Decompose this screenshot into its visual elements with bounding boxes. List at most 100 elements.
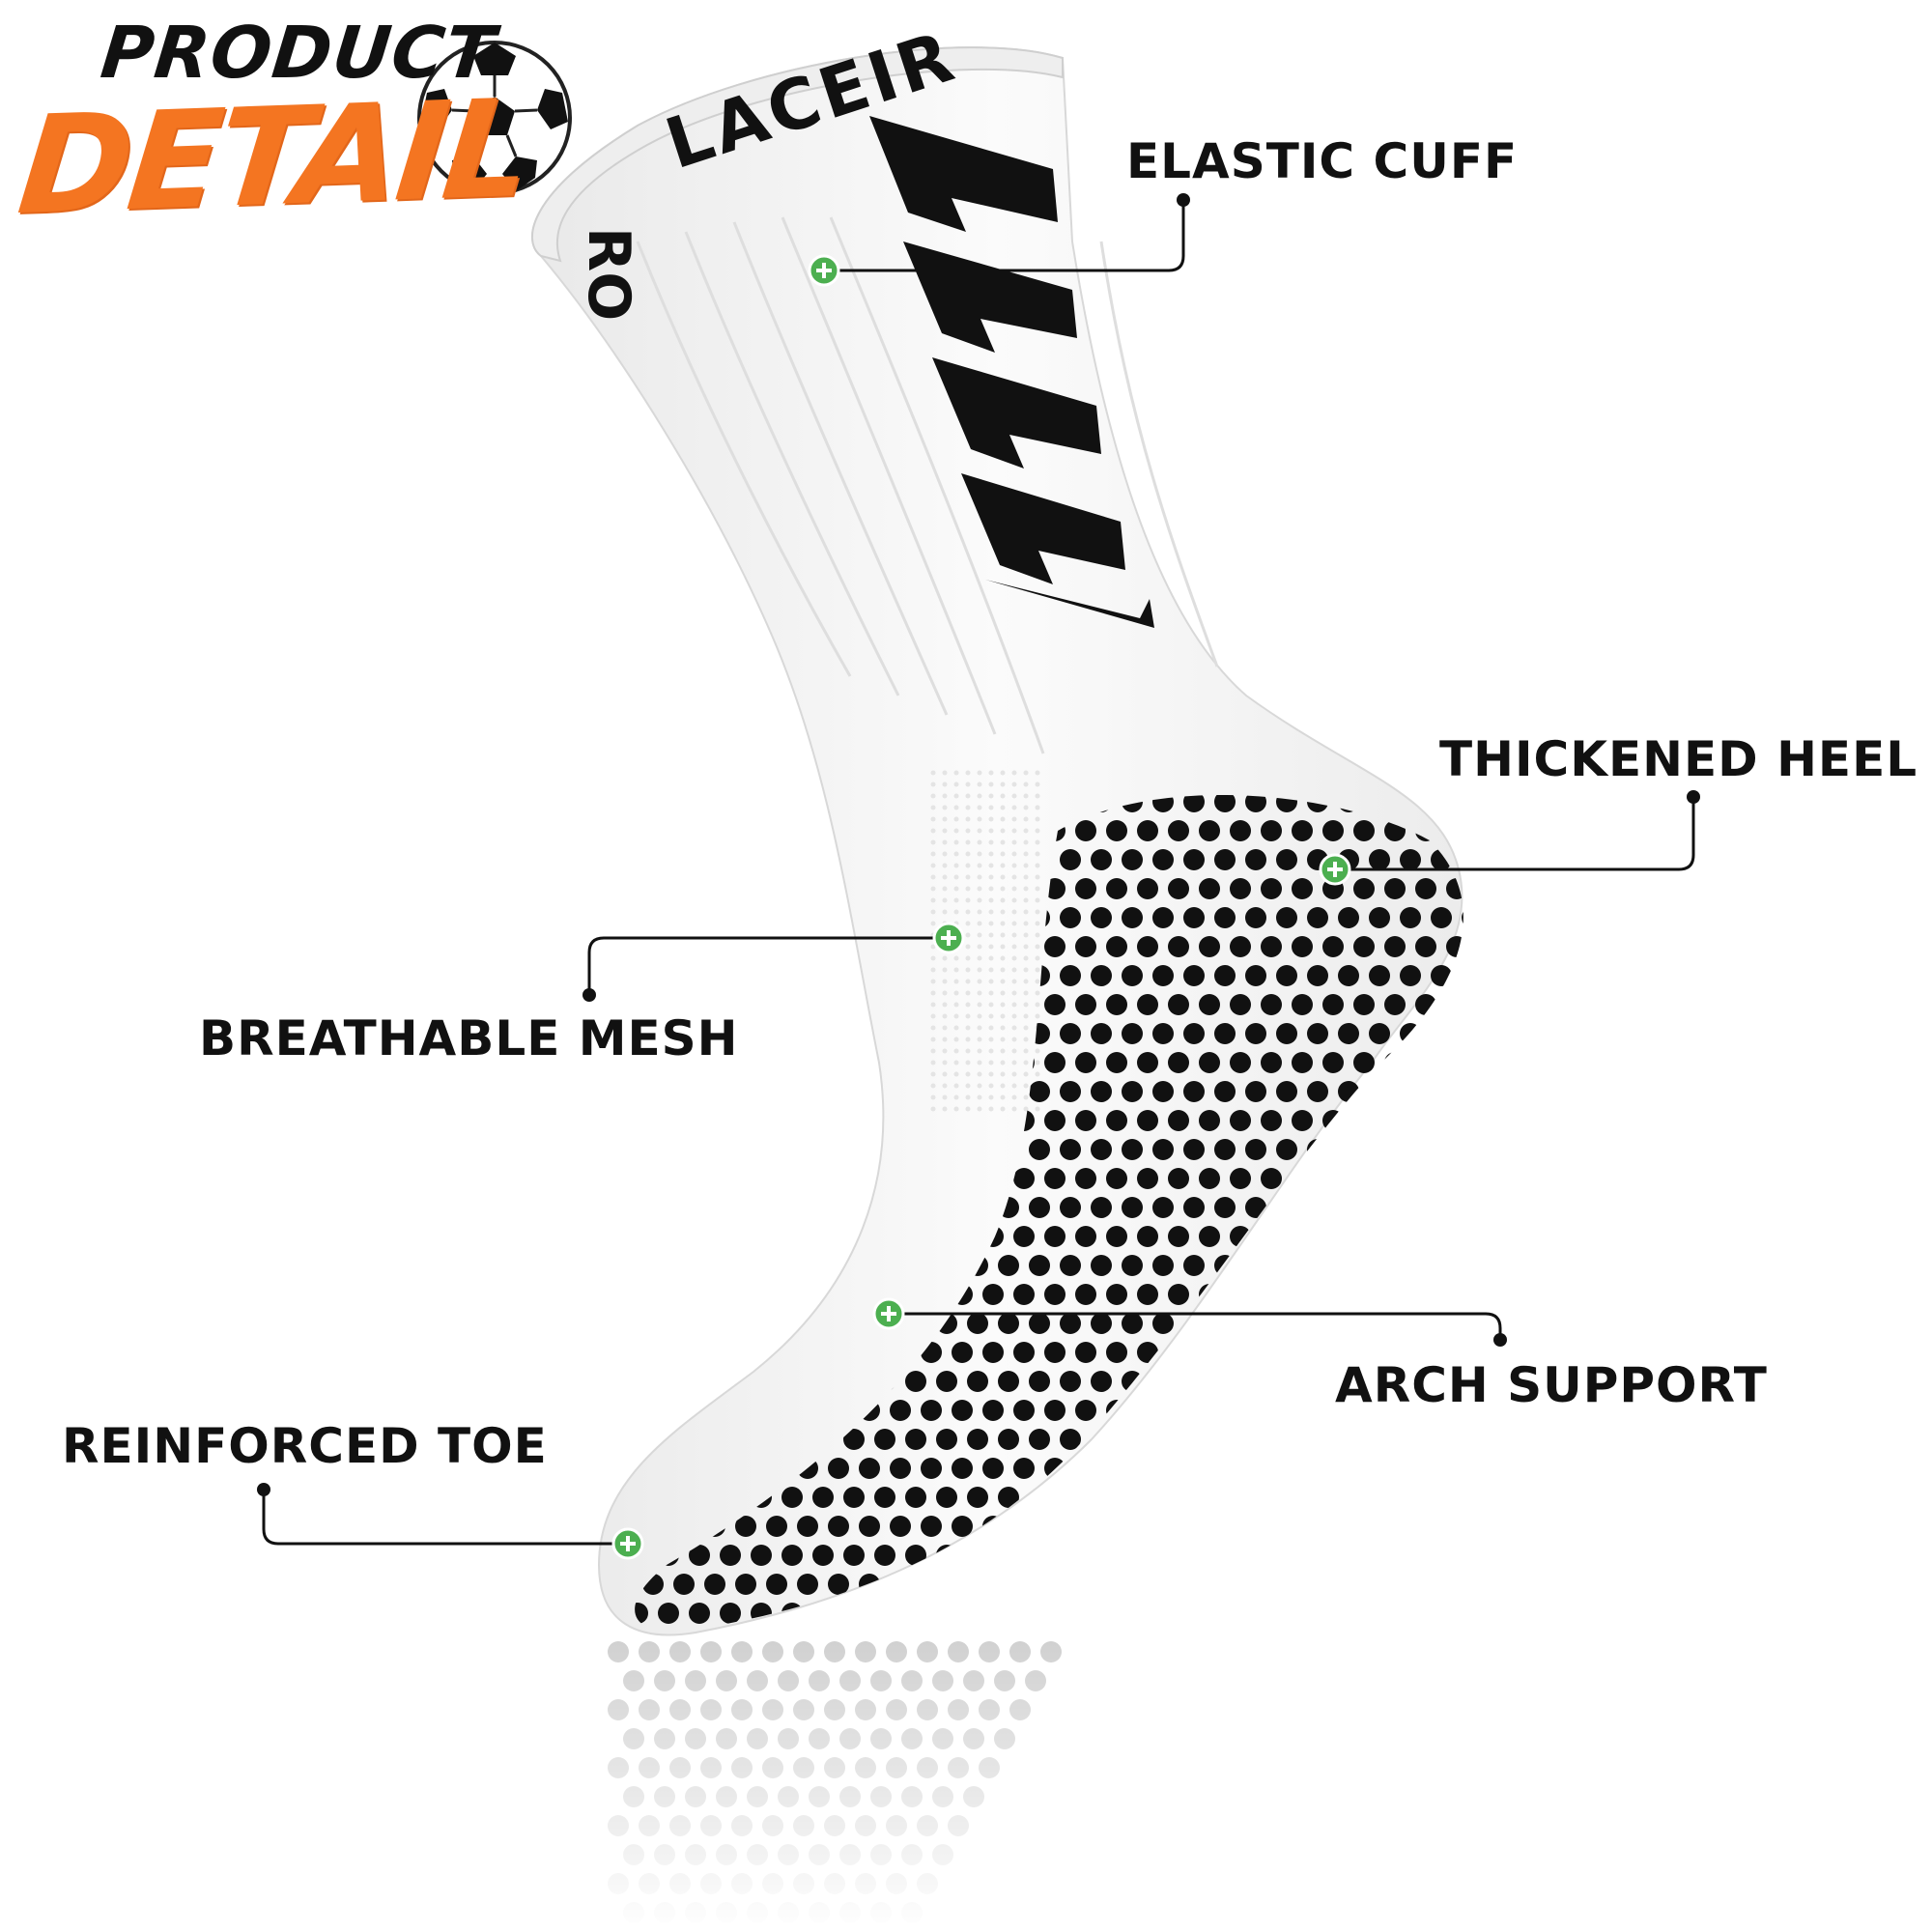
grip-dot xyxy=(1230,1400,1251,1421)
mesh-dot xyxy=(965,897,971,903)
mesh-dot xyxy=(942,805,948,810)
mesh-dot xyxy=(1035,851,1040,857)
mesh-dot xyxy=(1035,979,1040,984)
plus-circle-icon[interactable] xyxy=(1319,853,1351,886)
grip-dot xyxy=(828,1458,849,1479)
grip-dot xyxy=(689,1139,710,1160)
grip-dot xyxy=(1214,907,1236,928)
grip-dot xyxy=(1106,878,1127,899)
grip-dot xyxy=(1462,1081,1463,1102)
grip-dot xyxy=(781,1255,803,1276)
grip-dot xyxy=(1431,1487,1452,1508)
plus-circle-icon[interactable] xyxy=(932,922,965,954)
grip-dot xyxy=(1292,1284,1313,1305)
grip-dot xyxy=(998,1545,1019,1566)
grip-dot xyxy=(1369,1429,1390,1450)
mesh-dot xyxy=(988,1094,994,1100)
grip-dot xyxy=(1338,1197,1359,1218)
grip-dot xyxy=(1199,1574,1220,1595)
grip-dot xyxy=(1292,820,1313,841)
grip-dot xyxy=(1044,1284,1065,1305)
grip-dot xyxy=(1384,1284,1406,1305)
grip-dot xyxy=(1400,1603,1421,1624)
grip-dot xyxy=(1183,907,1205,928)
grip-dot xyxy=(1199,1052,1220,1073)
mesh-dot xyxy=(977,1094,982,1100)
grip-dot xyxy=(1060,907,1081,928)
grip-dot xyxy=(1462,965,1463,986)
grip-dot xyxy=(689,1371,710,1392)
mesh-dot xyxy=(977,816,982,822)
mesh-dot xyxy=(1000,967,1006,973)
mesh-dot xyxy=(1011,816,1017,822)
grip-dot xyxy=(735,820,756,841)
mesh-dot xyxy=(930,770,936,776)
mesh-dot xyxy=(1023,1013,1029,1019)
grip-dot xyxy=(1261,994,1282,1015)
mesh-dot xyxy=(1023,793,1029,799)
mesh-dot xyxy=(953,1048,959,1054)
mesh-dot xyxy=(965,979,971,984)
grip-dot xyxy=(1060,1371,1081,1392)
grip-dot xyxy=(1122,1197,1143,1218)
grip-dot xyxy=(1060,1023,1081,1044)
mesh-dot xyxy=(1000,979,1006,984)
grip-dot xyxy=(1044,1400,1065,1421)
grip-dot xyxy=(967,1429,988,1450)
grip-dot xyxy=(1152,849,1174,870)
grip-dot xyxy=(635,1603,648,1624)
mesh-dot xyxy=(942,1002,948,1008)
grip-dot xyxy=(1322,1516,1344,1537)
mesh-dot xyxy=(953,897,959,903)
mesh-dot xyxy=(953,793,959,799)
grip-dot xyxy=(905,1603,926,1624)
grip-dot xyxy=(1152,1197,1174,1218)
grip-dot xyxy=(1075,994,1096,1015)
mesh-dot xyxy=(1000,886,1006,892)
grip-dot xyxy=(751,1255,772,1276)
grip-dot xyxy=(1276,1023,1297,1044)
grip-dot xyxy=(812,1081,834,1102)
grip-dot xyxy=(1400,1197,1421,1218)
mesh-dot xyxy=(953,1013,959,1019)
grip-dot xyxy=(1245,1023,1266,1044)
grip-dot xyxy=(720,794,741,812)
grip-dot xyxy=(1322,1284,1344,1305)
leader-line-cuff xyxy=(822,198,1185,272)
sock-body xyxy=(530,46,1463,1636)
mesh-dot xyxy=(988,932,994,938)
grip-dot xyxy=(1029,1197,1050,1218)
grip-dot xyxy=(1091,849,1112,870)
grip-dot xyxy=(1245,1081,1266,1102)
mesh-dot xyxy=(1011,793,1017,799)
mesh-dot xyxy=(1035,770,1040,776)
grip-dot xyxy=(704,1168,725,1189)
mesh-dot xyxy=(977,1071,982,1077)
mesh-dot xyxy=(953,851,959,857)
grip-dot xyxy=(1214,1545,1236,1566)
grip-dot xyxy=(998,1255,1019,1276)
grip-dot xyxy=(1106,1516,1127,1537)
grip-dot xyxy=(658,1603,679,1624)
mesh-dot xyxy=(988,805,994,810)
plus-circle-icon[interactable] xyxy=(611,1527,644,1560)
grip-dot xyxy=(1199,1110,1220,1131)
grip-dot xyxy=(1353,1516,1375,1537)
grip-dot xyxy=(1199,1226,1220,1247)
grip-dot xyxy=(1322,936,1344,957)
grip-dot xyxy=(735,1110,756,1131)
grip-dot xyxy=(1384,1574,1406,1595)
grip-dot xyxy=(1415,994,1436,1015)
plus-circle-icon[interactable] xyxy=(872,1297,905,1330)
plus-circle-icon[interactable] xyxy=(808,254,840,287)
grip-dot xyxy=(1384,994,1406,1015)
grip-dot xyxy=(1122,1487,1143,1508)
grip-dot xyxy=(921,1574,942,1595)
grip-dot xyxy=(1060,1429,1081,1450)
grip-dot xyxy=(1292,1110,1313,1131)
mesh-dot xyxy=(1000,816,1006,822)
grip-dot xyxy=(673,1168,695,1189)
grip-dot xyxy=(1230,1342,1251,1363)
grip-dot xyxy=(1307,1429,1328,1450)
mesh-dot xyxy=(977,1037,982,1042)
